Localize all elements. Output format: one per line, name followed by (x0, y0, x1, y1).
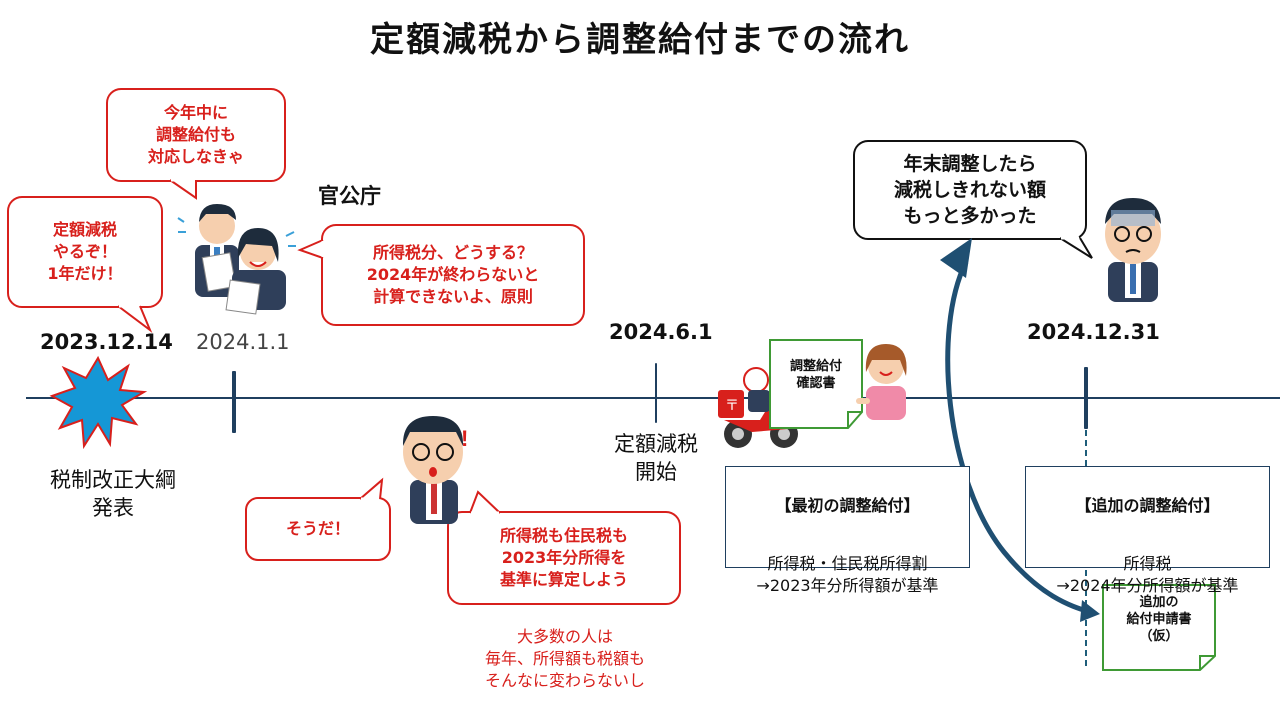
application-doc-shape (1102, 584, 1216, 671)
date-2024-1-1: 2024.1.1 (196, 330, 290, 354)
curved-arrow-shape (940, 238, 1100, 622)
svg-text:!: ! (461, 426, 468, 451)
bubble-teigaku-shape (7, 196, 163, 333)
note-majority: 大多数の人は 毎年、所得額も税額も そんなに変わらないし (484, 627, 645, 690)
date-2023-12-14: 2023.12.14 (40, 330, 173, 354)
bubble-konnenchu: 今年中に 調整給付も 対応しなきゃ (147, 103, 244, 166)
bubble-kijun-shape (447, 490, 681, 605)
box-first-title: 【最初の調整給付】 (775, 496, 920, 515)
officials-icon (177, 204, 296, 315)
man-idea-icon: ! (402, 416, 468, 524)
burst-icon (49, 355, 148, 450)
box-first-body: 所得税・住民税所得割 →2023年分所得額が基準 (756, 554, 939, 595)
tick-2024-12-31 (1084, 367, 1088, 429)
svg-text:〒: 〒 (725, 398, 739, 414)
bubble-nenmatsu-shape (853, 140, 1093, 259)
worried-man-icon (1105, 198, 1161, 302)
box-first-adjustment: 【最初の調整給付】 所得税・住民税所得割 →2023年分所得額が基準 (725, 466, 970, 595)
agency-label: 官公庁 (318, 184, 381, 208)
box-additional-title: 【追加の調整給付】 (1075, 496, 1220, 515)
doc-application: 追加の 給付申請書 （仮） (1126, 595, 1192, 644)
bubble-teigaku: 定額減税 やるぞ！ 1年だけ！ (47, 220, 123, 283)
page-title: 定額減税から調整給付までの流れ (370, 20, 910, 60)
bubble-konnenchu-shape (106, 88, 286, 200)
date-2024-12-31: 2024.12.31 (1027, 320, 1160, 344)
woman-icon (856, 344, 907, 420)
tick-2024-1-1 (232, 371, 236, 433)
tick-2024-6-1 (655, 363, 657, 423)
box-additional-body: 所得税 →2024年分所得額が基準 (1056, 554, 1239, 595)
confirm-doc-shape (769, 339, 863, 429)
bubble-souda-shape (245, 477, 391, 561)
event-announce: 税制改正大綱 発表 (50, 468, 176, 520)
doc-confirm: 調整給付 確認書 (789, 359, 842, 391)
bubble-kijun: 所得税も住民税も 2023年分所得を 基準に算定しよう (499, 526, 628, 589)
date-2024-6-1: 2024.6.1 (609, 320, 713, 344)
bubble-shotokuzei: 所得税分、どうする？ 2024年が終わらないと 計算できないよ、原則 (366, 243, 540, 306)
event-start: 定額減税 開始 (614, 432, 698, 484)
timeline-axis (26, 397, 1280, 399)
bubble-souda: そうだ！ (285, 519, 350, 538)
bubble-shotokuzei-shape (297, 224, 585, 326)
bubble-nenmatsu: 年末調整したら 減税しきれない額 もっと多かった (893, 153, 1046, 227)
box-additional-adjustment: 【追加の調整給付】 所得税 →2024年分所得額が基準 (1025, 466, 1270, 595)
